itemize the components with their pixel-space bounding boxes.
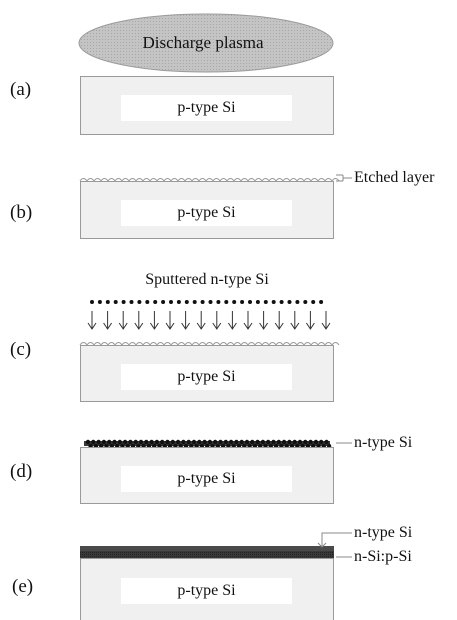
wafer-label-e: p-type Si xyxy=(121,578,292,604)
plasma-label: Discharge plasma xyxy=(142,33,264,52)
callout-lines-e xyxy=(317,532,352,558)
wafer-label-c: p-type Si xyxy=(121,364,292,390)
sputter-arrows xyxy=(87,311,331,330)
etched-surface-c xyxy=(79,342,340,346)
wafer-a: p-type Si xyxy=(80,76,334,135)
plasma-ellipse xyxy=(78,13,334,73)
wafer-label-b: p-type Si xyxy=(121,200,292,226)
n-type-layer-e xyxy=(80,546,334,551)
panel-label-d: (d) xyxy=(10,461,33,482)
panel-label-a: (a) xyxy=(10,79,32,100)
etched-layer-callout-line xyxy=(336,174,352,182)
n-type-si-label-d: n-type Si xyxy=(354,434,413,451)
n-type-si-label-e: n-type Si xyxy=(354,524,413,541)
wafer-label-a: p-type Si xyxy=(121,95,292,121)
panel-label-b: (b) xyxy=(10,202,33,223)
wafer-label-d: p-type Si xyxy=(121,466,292,492)
wafer-c: p-type Si xyxy=(80,345,334,402)
sputter-dots xyxy=(90,300,324,304)
n-si-p-si-layer-e xyxy=(80,551,334,558)
n-si-p-si-label-e: n-Si:p-Si xyxy=(354,548,412,565)
wafer-d: p-type Si xyxy=(80,447,334,504)
sputtered-n-type-title: Sputtered n-type Si xyxy=(145,271,269,288)
wafer-b: p-type Si xyxy=(80,181,334,239)
wafer-e: p-type Si xyxy=(80,558,334,620)
panel-label-c: (c) xyxy=(10,339,32,360)
panel-label-e: (e) xyxy=(12,576,34,597)
etched-layer-label: Etched layer xyxy=(354,169,435,186)
etched-surface xyxy=(79,178,340,182)
